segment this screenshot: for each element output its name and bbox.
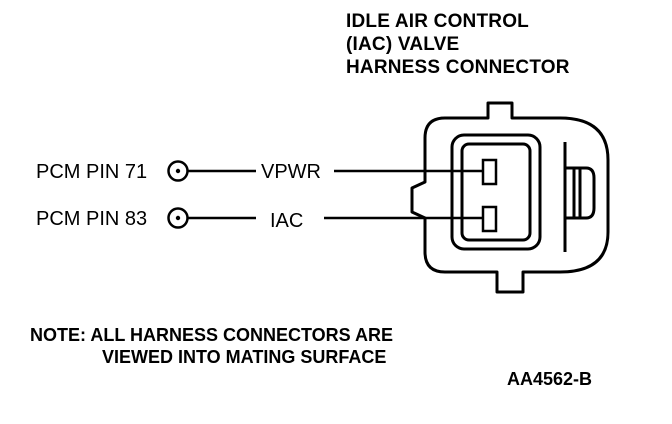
- pcm-pin-83-label: PCM PIN 83: [36, 208, 148, 230]
- iac-circuit-label: IAC: [270, 210, 304, 232]
- vpwr-circuit-label: VPWR: [261, 161, 321, 183]
- diagram-title-line-2: (IAC) VALVE: [346, 34, 460, 55]
- figure-code: AA4562-B: [507, 369, 593, 389]
- terminal-slot-iac: [481, 205, 498, 233]
- note-line-2: VIEWED INTO MATING SURFACE: [102, 347, 387, 367]
- note-line-1: NOTE: ALL HARNESS CONNECTORS ARE: [30, 325, 394, 345]
- pin-71-terminal-icon: [167, 160, 189, 182]
- pcm-pin-71-label: PCM PIN 71: [36, 161, 148, 183]
- diagram-title-line-3: HARNESS CONNECTOR: [346, 57, 570, 78]
- pin-83-terminal-icon: [167, 207, 189, 229]
- diagram-title-line-1: IDLE AIR CONTROL: [346, 11, 529, 32]
- harness-connector-body: [410, 101, 610, 294]
- terminal-slot-vpwr: [481, 158, 498, 186]
